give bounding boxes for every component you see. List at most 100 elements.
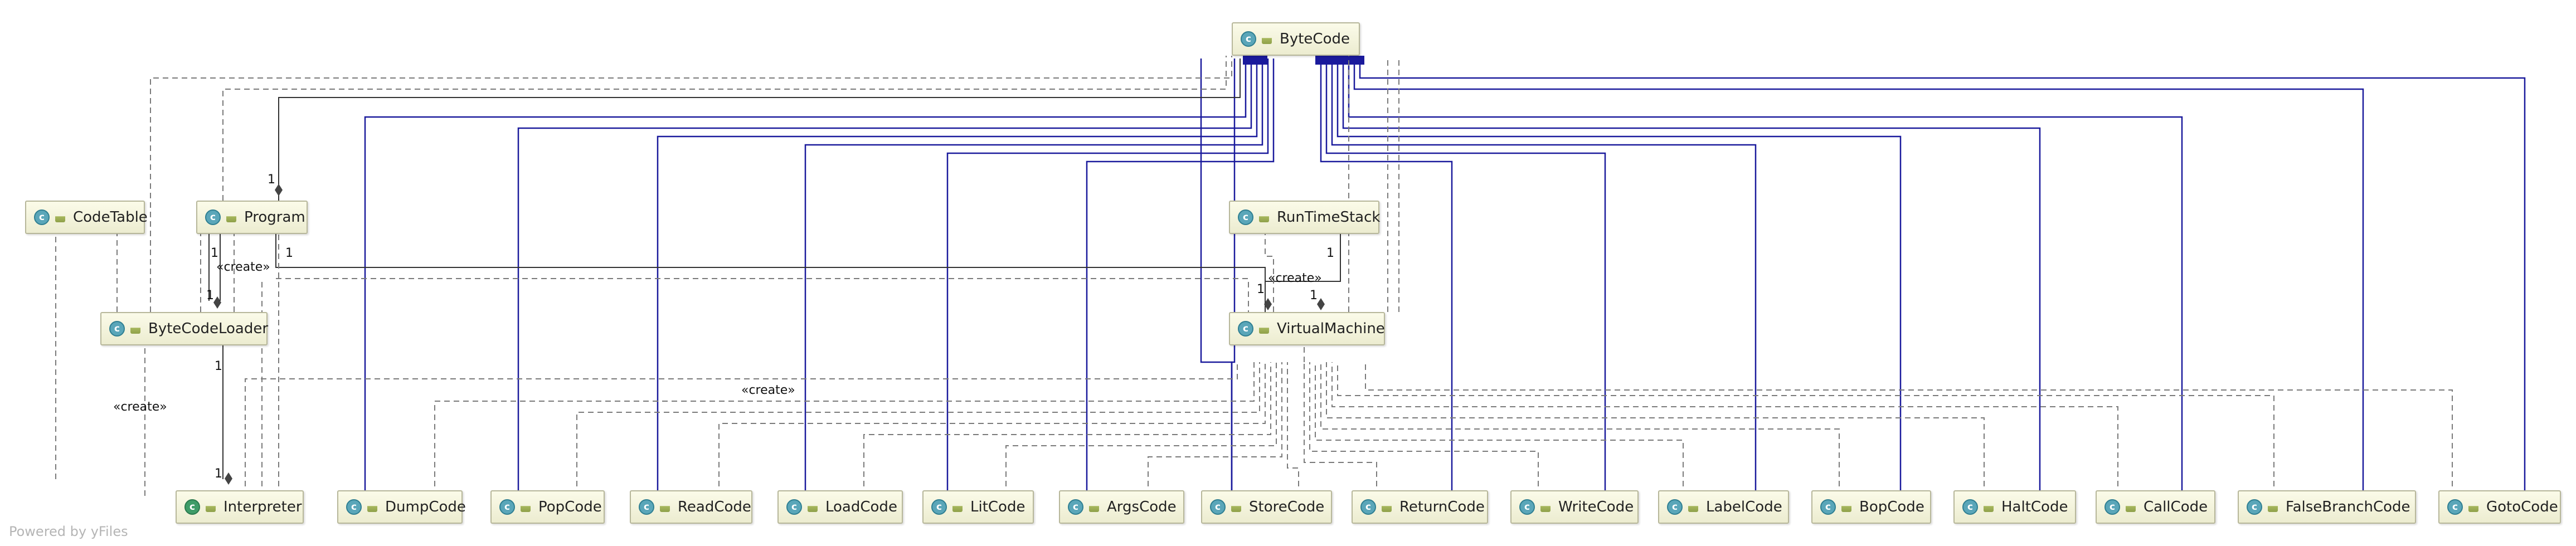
public-visibility-icon bbox=[2126, 506, 2136, 512]
class-program[interactable]: c Program bbox=[196, 201, 308, 234]
main-class-icon: c bbox=[184, 499, 200, 515]
class-writecode[interactable]: c WriteCode bbox=[1510, 490, 1639, 524]
class-bytecodeloader[interactable]: c ByteCodeLoader bbox=[100, 312, 268, 345]
class-name: ReadCode bbox=[678, 499, 751, 515]
class-name: Program bbox=[244, 209, 305, 226]
multiplicity-label: 1 bbox=[285, 246, 293, 260]
class-icon: c bbox=[2447, 499, 2463, 515]
class-name: ByteCode bbox=[1280, 31, 1350, 47]
class-icon: c bbox=[1519, 499, 1535, 515]
multiplicity-label: 1 bbox=[215, 359, 222, 373]
multiplicity-label: 1 bbox=[268, 173, 275, 187]
class-icon: c bbox=[1667, 499, 1683, 515]
public-visibility-icon bbox=[1262, 38, 1272, 44]
class-name: GotoCode bbox=[2486, 499, 2558, 515]
dependency-edges bbox=[55, 56, 2453, 496]
class-loadcode[interactable]: c LoadCode bbox=[777, 490, 903, 524]
class-gotocode[interactable]: c GotoCode bbox=[2438, 490, 2561, 524]
class-icon: c bbox=[109, 321, 125, 337]
create-label-vm-interpreter: «create» bbox=[741, 383, 795, 397]
public-visibility-icon bbox=[130, 328, 140, 334]
public-visibility-icon bbox=[1540, 506, 1551, 512]
class-bytecode[interactable]: c ByteCode bbox=[1232, 22, 1360, 56]
class-icon: c bbox=[346, 499, 362, 515]
public-visibility-icon bbox=[206, 506, 216, 512]
class-name: LabelCode bbox=[1706, 499, 1782, 515]
class-icon: c bbox=[1068, 499, 1083, 515]
class-callcode[interactable]: c CallCode bbox=[2096, 490, 2215, 524]
class-icon: c bbox=[1238, 321, 1253, 337]
class-storecode[interactable]: c StoreCode bbox=[1201, 490, 1332, 524]
public-visibility-icon bbox=[521, 506, 531, 512]
class-name: BopCode bbox=[1859, 499, 1924, 515]
class-virtualmachine[interactable]: c VirtualMachine bbox=[1229, 312, 1385, 345]
public-visibility-icon bbox=[1382, 506, 1392, 512]
multiplicity-label: 1 bbox=[215, 467, 222, 481]
class-icon: c bbox=[2247, 499, 2262, 515]
public-visibility-icon bbox=[226, 216, 236, 222]
class-argscode[interactable]: c ArgsCode bbox=[1059, 490, 1184, 524]
class-icon: c bbox=[34, 209, 50, 225]
class-icon: c bbox=[2104, 499, 2120, 515]
public-visibility-icon bbox=[808, 506, 818, 512]
create-label-loader: «create» bbox=[113, 400, 167, 414]
public-visibility-icon bbox=[1231, 506, 1241, 512]
class-icon: c bbox=[205, 209, 221, 225]
class-name: ArgsCode bbox=[1107, 499, 1177, 515]
public-visibility-icon bbox=[660, 506, 670, 512]
class-icon: c bbox=[931, 499, 947, 515]
inheritance-arrowheads bbox=[1243, 56, 1364, 65]
class-name: WriteCode bbox=[1558, 499, 1634, 515]
class-name: CodeTable bbox=[73, 209, 148, 226]
class-name: VirtualMachine bbox=[1277, 320, 1385, 337]
class-icon: c bbox=[639, 499, 654, 515]
public-visibility-icon bbox=[367, 506, 377, 512]
class-readcode[interactable]: c ReadCode bbox=[630, 490, 752, 524]
class-icon: c bbox=[1962, 499, 1978, 515]
create-label-vm: «create» bbox=[1268, 271, 1322, 285]
powered-by-footer: Powered by yFiles bbox=[9, 524, 128, 539]
class-interpreter[interactable]: c Interpreter bbox=[176, 490, 304, 524]
public-visibility-icon bbox=[1841, 506, 1851, 512]
class-icon: c bbox=[1241, 31, 1256, 47]
class-bopcode[interactable]: c BopCode bbox=[1811, 490, 1931, 524]
inheritance-edges bbox=[364, 58, 2526, 496]
class-name: PopCode bbox=[538, 499, 602, 515]
class-haltcode[interactable]: c HaltCode bbox=[1953, 490, 2076, 524]
class-codetable[interactable]: c CodeTable bbox=[25, 201, 148, 234]
class-name: StoreCode bbox=[1249, 499, 1325, 515]
public-visibility-icon bbox=[55, 216, 65, 222]
class-name: CallCode bbox=[2144, 499, 2208, 515]
multiplicity-label: 1 bbox=[211, 246, 218, 260]
class-name: FalseBranchCode bbox=[2286, 499, 2410, 515]
class-icon: c bbox=[499, 499, 515, 515]
class-falsebranchcode[interactable]: c FalseBranchCode bbox=[2238, 490, 2416, 524]
class-popcode[interactable]: c PopCode bbox=[490, 490, 605, 524]
public-visibility-icon bbox=[1259, 216, 1269, 222]
public-visibility-icon bbox=[1984, 506, 1994, 512]
class-returncode[interactable]: c ReturnCode bbox=[1352, 490, 1488, 524]
class-name: ReturnCode bbox=[1399, 499, 1485, 515]
multiplicity-label: 1 bbox=[206, 289, 214, 303]
class-icon: c bbox=[1238, 209, 1253, 225]
multiplicity-label: 1 bbox=[1310, 289, 1318, 303]
class-icon: c bbox=[1210, 499, 1226, 515]
class-name: ByteCodeLoader bbox=[148, 320, 269, 337]
class-name: DumpCode bbox=[385, 499, 466, 515]
public-visibility-icon bbox=[2268, 506, 2278, 512]
public-visibility-icon bbox=[1688, 506, 1698, 512]
class-name: LitCode bbox=[970, 499, 1025, 515]
public-visibility-icon bbox=[1259, 328, 1269, 334]
class-name: LoadCode bbox=[825, 499, 897, 515]
class-icon: c bbox=[786, 499, 802, 515]
class-icon: c bbox=[1360, 499, 1376, 515]
create-label-program: «create» bbox=[216, 260, 270, 274]
class-dumpcode[interactable]: c DumpCode bbox=[337, 490, 466, 524]
class-labelcode[interactable]: c LabelCode bbox=[1658, 490, 1789, 524]
class-runtimestack[interactable]: c RunTimeStack bbox=[1229, 201, 1380, 234]
class-litcode[interactable]: c LitCode bbox=[922, 490, 1034, 524]
class-name: Interpreter bbox=[223, 499, 302, 515]
association-edges bbox=[208, 58, 1341, 479]
class-name: HaltCode bbox=[2001, 499, 2068, 515]
